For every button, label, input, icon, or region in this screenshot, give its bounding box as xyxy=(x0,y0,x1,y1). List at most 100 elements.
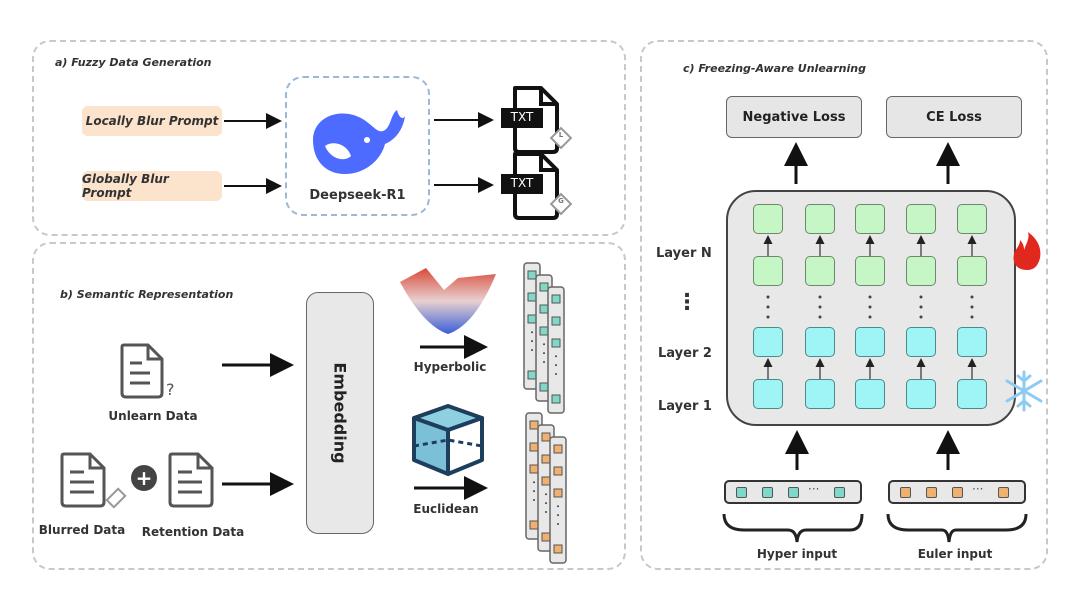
vector-ellipsis-dot xyxy=(545,510,547,513)
vector-element xyxy=(553,444,563,454)
locally-blur-prompt: Locally Blur Prompt xyxy=(82,106,222,136)
vector-ellipsis-dot xyxy=(555,372,557,375)
vector-element xyxy=(539,282,549,292)
eraser-icon xyxy=(105,487,127,509)
layer-n-label: Layer N xyxy=(656,246,712,261)
input-token-marker xyxy=(900,487,911,498)
input-token-marker xyxy=(926,487,937,498)
input-token-marker xyxy=(952,487,963,498)
embedding-block: Embedding xyxy=(306,292,374,534)
trainable-layer-cell xyxy=(753,204,783,234)
layer-ellipsis: ⋮ xyxy=(676,290,698,315)
frozen-layer-cell xyxy=(753,327,783,357)
vector-ellipsis-dot xyxy=(533,481,535,484)
vector-ellipsis-dot xyxy=(531,348,533,351)
txt-file-icon-local xyxy=(501,86,573,154)
brace-hyper xyxy=(722,513,864,543)
frozen-layer-cell xyxy=(957,379,987,409)
vector-element xyxy=(527,270,537,280)
vector-element xyxy=(551,394,561,404)
frozen-layer-cell xyxy=(805,327,835,357)
vector-element xyxy=(541,432,551,442)
ce-loss-box: CE Loss xyxy=(886,96,1022,138)
layer-ellipsis-dot xyxy=(919,305,923,309)
blurred-document-icon xyxy=(60,452,127,509)
layer-ellipsis-dot xyxy=(818,305,822,309)
vector-ellipsis-dot xyxy=(543,360,545,363)
frozen-layer-cell xyxy=(906,379,936,409)
txt-badge-global: TXT xyxy=(510,176,534,190)
vector-ellipsis-dot xyxy=(533,490,535,493)
vector-ellipsis-dot xyxy=(557,505,559,508)
marker-local: L xyxy=(558,131,564,139)
brace-euler xyxy=(886,513,1028,543)
euler-input-label: Euler input xyxy=(917,547,993,561)
frozen-layer-cell xyxy=(957,327,987,357)
negative-loss-box: Negative Loss xyxy=(726,96,862,138)
euclidean-cube-icon xyxy=(412,404,484,476)
globally-blur-prompt: Globally Blur Prompt xyxy=(82,171,222,201)
vector-element xyxy=(551,338,561,348)
input-token-marker xyxy=(998,487,1009,498)
panel-fuzzy-data-generation xyxy=(32,40,626,236)
euclidean-label: Euclidean xyxy=(413,502,479,516)
frozen-layer-cell xyxy=(753,379,783,409)
txt-file-icon-global xyxy=(501,152,573,220)
vector-ellipsis-dot xyxy=(531,340,533,343)
flame-icon xyxy=(1013,232,1041,270)
unlearn-document-icon: ? xyxy=(120,343,175,399)
trainable-layer-cell xyxy=(805,256,835,286)
trainable-layer-cell xyxy=(855,256,885,286)
vector-element xyxy=(529,420,539,430)
vector-ellipsis-dot xyxy=(555,355,557,358)
vector-ellipsis-dot xyxy=(531,331,533,334)
layer-ellipsis-dot xyxy=(766,315,770,319)
frozen-layer-cell xyxy=(855,379,885,409)
trainable-layer-cell xyxy=(805,204,835,234)
txt-badge-local: TXT xyxy=(510,110,534,124)
snowflake-icon xyxy=(1005,370,1043,412)
vector-ellipsis-dot xyxy=(545,493,547,496)
trainable-layer-cell xyxy=(753,256,783,286)
deepseek-model-box xyxy=(285,76,430,216)
vector-ellipsis-dot xyxy=(557,522,559,525)
vector-ellipsis-dot xyxy=(543,343,545,346)
input-token-marker xyxy=(762,487,773,498)
trainable-layer-cell xyxy=(906,256,936,286)
layer-ellipsis-dot xyxy=(766,295,770,299)
vector-ellipsis-dot xyxy=(533,498,535,501)
frozen-layer-cell xyxy=(805,379,835,409)
input-token-marker xyxy=(834,487,845,498)
blurred-data-label: Blurred Data xyxy=(38,523,126,537)
panel-b-title: b) Semantic Representation xyxy=(60,288,234,301)
vector-element xyxy=(553,544,563,554)
unlearn-data-label: Unlearn Data xyxy=(108,409,198,423)
layer-ellipsis-dot xyxy=(919,315,923,319)
vector-ellipsis-dot xyxy=(557,514,559,517)
vector-element xyxy=(553,488,563,498)
vector-element xyxy=(551,294,561,304)
trainable-layer-cell xyxy=(957,256,987,286)
retention-data-label: Retention Data xyxy=(141,525,245,539)
panel-semantic-representation xyxy=(32,242,626,570)
frozen-layer-cell xyxy=(855,327,885,357)
layer-ellipsis-dot xyxy=(766,305,770,309)
input-token-marker xyxy=(788,487,799,498)
trainable-layer-cell xyxy=(855,204,885,234)
layer-ellipsis-dot xyxy=(970,295,974,299)
trainable-layer-cell xyxy=(957,204,987,234)
plus-circle-icon: + xyxy=(131,465,157,491)
panel-a-title: a) Fuzzy Data Generation xyxy=(55,56,212,69)
marker-global: G xyxy=(558,197,564,205)
vector-ellipsis-dot xyxy=(555,364,557,367)
vector-ellipsis-dot xyxy=(545,502,547,505)
panel-c-title: c) Freezing-Aware Unlearning xyxy=(683,62,866,75)
vector-element xyxy=(553,466,563,476)
layer-ellipsis-dot xyxy=(970,305,974,309)
euler-ellipsis: ··· xyxy=(972,482,984,496)
hyper-input-label: Hyper input xyxy=(756,547,838,561)
